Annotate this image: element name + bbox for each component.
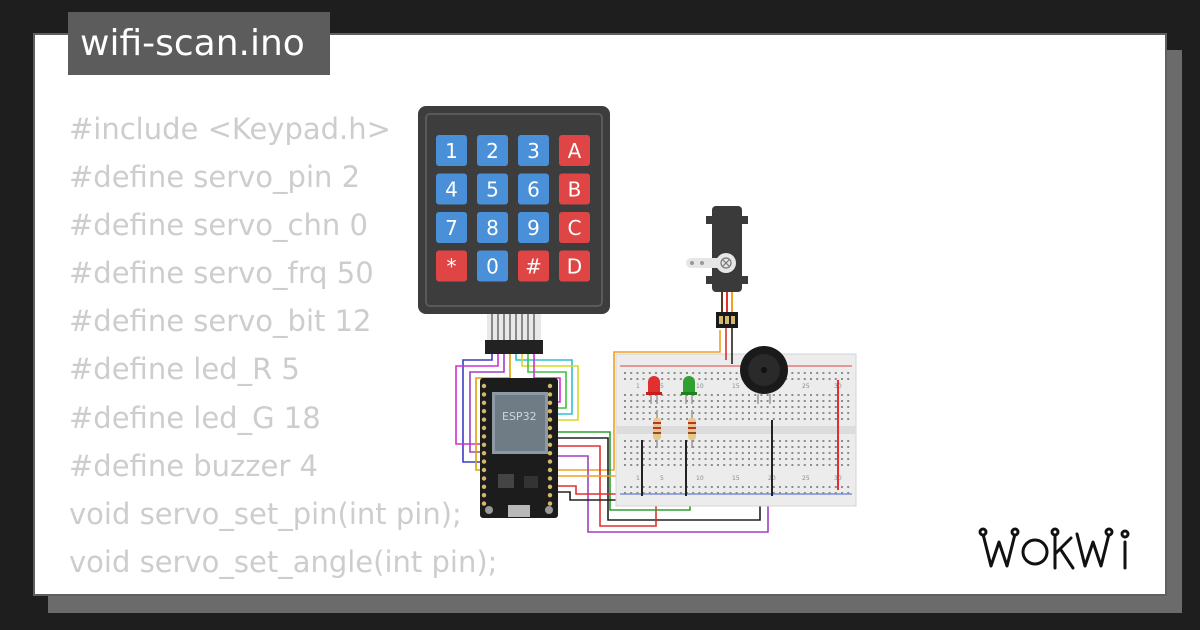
keypad-key[interactable]: 8 (477, 212, 508, 243)
keypad-key-label: 8 (486, 216, 499, 240)
keypad-key[interactable]: 3 (518, 135, 549, 166)
keypad-key-label: 1 (445, 139, 458, 163)
led-red (646, 376, 662, 404)
keypad-key[interactable]: 0 (477, 250, 508, 282)
keypad-key[interactable]: 6 (518, 173, 549, 205)
keypad-key[interactable]: 2 (477, 135, 508, 166)
chip-label: ESP32 (502, 410, 537, 423)
svg-text:1: 1 (636, 383, 640, 390)
resistor (653, 410, 661, 448)
keypad-key[interactable]: D (559, 250, 590, 282)
code-line: #define servo_bit 12 (69, 304, 372, 339)
keypad-key-label: 4 (445, 178, 458, 202)
svg-text:15: 15 (732, 475, 740, 482)
keypad-key-label: A (568, 139, 582, 163)
led-green (681, 376, 697, 404)
svg-text:10: 10 (696, 383, 704, 390)
keypad-key-label: B (568, 178, 582, 202)
code-line: void servo_set_pin(int pin); (69, 496, 462, 531)
keypad-key[interactable]: 5 (477, 173, 508, 205)
code-preview: #include <Keypad.h> #define servo_pin 2 … (69, 105, 498, 594)
code-line: #define led_G 18 (69, 400, 321, 435)
keypad-key-label: 6 (527, 178, 540, 202)
svg-text:25: 25 (802, 383, 810, 390)
code-line: #define led_R 5 (69, 352, 300, 387)
svg-text:1: 1 (636, 475, 640, 482)
keypad-key-label: C (568, 216, 582, 240)
keypad-key[interactable]: 7 (436, 212, 467, 243)
keypad-key-label: 2 (486, 139, 499, 163)
keypad-key[interactable]: C (559, 212, 590, 243)
svg-text:15: 15 (732, 383, 740, 390)
svg-text:5: 5 (660, 383, 664, 390)
code-line: #include <Keypad.h> (69, 112, 391, 146)
buzzer (740, 346, 788, 404)
wokwi-logo (978, 527, 1130, 570)
keypad-key-label: # (525, 255, 542, 279)
keypad-key[interactable]: 4 (436, 173, 467, 205)
resistor (688, 410, 696, 448)
code-line: #define servo_pin 2 (69, 160, 361, 195)
keypad-key-label: * (447, 255, 457, 279)
keypad-key-label: 0 (486, 255, 499, 279)
svg-text:25: 25 (802, 475, 810, 482)
keypad-key[interactable]: * (436, 250, 467, 282)
keypad-key[interactable]: A (559, 135, 590, 166)
project-title: wifi-scan.ino (68, 12, 330, 75)
code-line: #define servo_chn 0 (69, 208, 368, 243)
keypad-key[interactable]: # (518, 250, 549, 282)
keypad-key-label: D (567, 255, 582, 279)
keypad-key[interactable]: B (559, 173, 590, 205)
code-line: char keys[4][4] = { (69, 586, 497, 594)
keypad-key-label: 7 (445, 216, 458, 240)
keypad: 1 2 3 A 4 5 6 B 7 8 9 C * 0 # D (418, 106, 610, 354)
keypad-key-label: 3 (527, 139, 540, 163)
keypad-key-label: 9 (527, 216, 540, 240)
svg-text:10: 10 (696, 475, 704, 482)
esp32-board: ESP32 (480, 378, 558, 518)
servo-motor (686, 206, 748, 364)
keypad-key-label: 5 (486, 178, 499, 202)
code-line: #define buzzer 4 (69, 448, 318, 483)
code-line: void servo_set_angle(int pin); (69, 544, 498, 579)
keypad-key[interactable]: 9 (518, 212, 549, 243)
keypad-key[interactable]: 1 (436, 135, 467, 166)
code-line: #define servo_frq 50 (69, 256, 374, 291)
svg-text:5: 5 (660, 475, 664, 482)
